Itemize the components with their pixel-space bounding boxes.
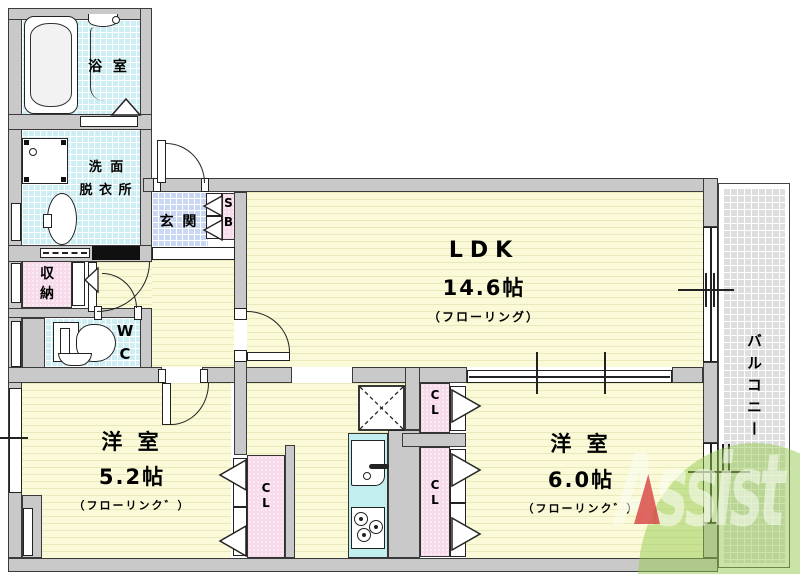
washroom-side-window <box>11 203 21 241</box>
bath-step <box>80 116 138 127</box>
bathtub-inner <box>30 23 72 107</box>
shoebox-fold-icon-2 <box>202 218 223 242</box>
ldk-window-mark-v1 <box>705 273 707 307</box>
washer-foot-1 <box>24 140 29 145</box>
storage-side-window <box>11 263 21 303</box>
assist-logo-text: Assist <box>616 432 785 549</box>
washer-foot-3 <box>24 177 29 182</box>
room60-floor-type: （フローリンク゛） <box>522 502 640 515</box>
burner-dot-2 <box>362 533 366 537</box>
closet60l-fold-icon-1 <box>451 452 482 488</box>
burner-dot-3 <box>374 525 378 529</box>
closet52-fold-icon-2 <box>218 524 247 558</box>
sliding-partition-midline <box>469 376 670 378</box>
storage-door-panel <box>72 262 85 306</box>
ldk-title: LDK <box>448 238 520 263</box>
entrance-door-leaf <box>157 140 166 183</box>
room52-title: 洋 室 <box>101 430 163 454</box>
entrance-label: 玄 関 <box>159 214 199 230</box>
ldk-door-post-top <box>234 308 247 320</box>
bath-label: 浴 室 <box>88 59 130 75</box>
room52-door-post-right <box>200 369 208 383</box>
entrance-door-arc <box>166 143 205 183</box>
washer-knob-icon <box>29 148 37 156</box>
washroom-label-1: 洗 面 <box>88 160 126 175</box>
washing-machine-icon <box>22 138 68 184</box>
wall-hall-ldk-upper <box>234 192 247 320</box>
wall-wc-top <box>8 308 152 318</box>
ldk-floor-type: （フローリング） <box>427 310 540 324</box>
accordion-dash-line <box>43 252 87 254</box>
shower-hose-icon <box>90 27 104 101</box>
washer-foot-4 <box>61 177 66 182</box>
washbasin-tap-icon <box>43 214 52 228</box>
wall-top-main <box>143 178 718 192</box>
hallway-floor <box>152 260 234 367</box>
storage-fold-icon <box>84 266 99 294</box>
ldk-door-post-bottom <box>234 350 247 362</box>
washbasin-icon <box>47 193 77 245</box>
room52-area: 5.2帖 <box>98 465 166 489</box>
room52-pillar <box>23 508 33 556</box>
balcony-label: バルコニー <box>745 333 763 443</box>
ldk-window-midline <box>710 228 712 361</box>
ldk-floor <box>247 192 703 367</box>
room60-title: 洋 室 <box>550 432 612 456</box>
entrance-door-post-right <box>201 178 209 192</box>
ldk-door-leaf <box>247 352 290 361</box>
wall-h-left <box>8 367 162 383</box>
kitchen-drain-icon <box>363 472 371 480</box>
room52-door-post-left <box>158 369 166 383</box>
closet-6-0-upper <box>420 383 450 433</box>
shower-head-icon <box>112 16 120 24</box>
wall-wc-left <box>22 318 45 370</box>
partition-tick-1 <box>536 352 538 394</box>
closet-6-0-lower <box>420 447 450 557</box>
kitchen-faucet-icon <box>369 464 389 469</box>
wall-kitchen-right <box>388 430 420 558</box>
room52-floor-type: （フローリンク゛） <box>73 499 191 512</box>
partition-tick-2 <box>604 352 606 394</box>
wall-right-mid <box>703 362 718 443</box>
room52-window <box>9 388 22 493</box>
washroom-opening <box>92 246 140 260</box>
ldk-window-mark-v2 <box>713 273 715 307</box>
washer-foot-2 <box>61 140 66 145</box>
wall-hall-ldk-lower <box>234 352 247 455</box>
shoebox-fold-icon-1 <box>202 194 223 218</box>
closet-5-2 <box>247 455 285 558</box>
wall-closet-divider <box>402 433 466 447</box>
burner-dot-1 <box>359 517 363 521</box>
wall-h-mid <box>202 367 292 383</box>
wc-door-post-right <box>134 306 142 320</box>
ldk-area: 14.6帖 <box>442 276 526 300</box>
room52-door-leaf <box>162 383 171 425</box>
closet52-fold-icon-1 <box>218 458 247 492</box>
wall-fridge-right <box>405 367 420 430</box>
room60-area: 6.0帖 <box>547 468 615 492</box>
storage-closet <box>22 258 72 308</box>
wall-h-right <box>672 367 703 383</box>
room52-window-mark <box>0 437 28 439</box>
wall-closet52-right <box>285 445 295 558</box>
closet60u-fold-icon <box>451 388 482 424</box>
washroom-label-2: 脱 衣 所 <box>79 183 133 198</box>
toilet-tank-detail <box>60 328 70 356</box>
refrigerator-space-icon <box>358 385 405 431</box>
entrance-step <box>152 247 235 260</box>
wc-side-window <box>11 321 21 367</box>
wall-right-upper <box>703 178 718 227</box>
entrance-floor <box>152 192 208 247</box>
bath-door-icon <box>110 97 142 116</box>
closet60l-fold-icon-2 <box>451 516 482 552</box>
wall-bottom <box>8 558 718 572</box>
storage-label: 収納 <box>40 266 54 302</box>
